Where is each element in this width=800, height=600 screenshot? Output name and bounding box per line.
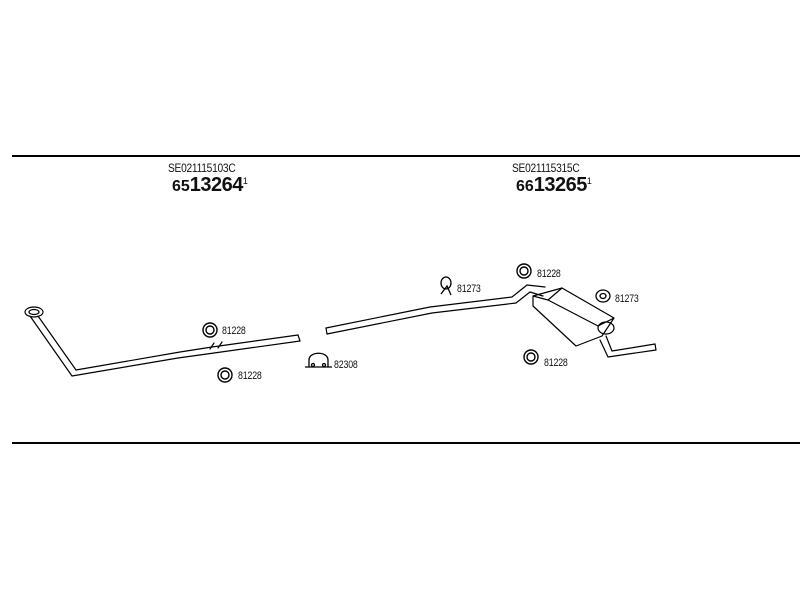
assembly-suffix: 1	[242, 176, 248, 186]
assembly-main-number: 13265	[533, 174, 588, 196]
assembly-prefix: 65	[172, 178, 190, 195]
part-label-rubber-ring: 81228	[222, 325, 246, 337]
part-label-rubber-ring: 81228	[537, 268, 561, 280]
clamp-icon	[305, 352, 332, 368]
part-label-hanger: 81273	[457, 283, 481, 295]
assembly-suffix: 1	[586, 176, 592, 186]
assembly-number-rear: 66132651	[516, 174, 592, 197]
rubber-ring-icon	[516, 263, 532, 279]
rubber-ring-icon	[523, 349, 539, 365]
hanger-icon	[440, 276, 452, 296]
front-pipe	[24, 306, 301, 377]
assembly-code-rear: SE021115315C	[512, 161, 580, 175]
assembly-number-front: 65132641	[172, 174, 248, 197]
rubber-ring-icon	[217, 367, 233, 383]
assembly-main-number: 13264	[189, 174, 244, 196]
part-label-rubber-mount: 81273	[615, 293, 639, 305]
assembly-code-front: SE021115103C	[168, 161, 236, 175]
top-divider-line	[12, 155, 800, 157]
tailpipe	[599, 335, 657, 358]
rear-silencer	[532, 287, 615, 347]
part-label-rubber-ring: 81228	[544, 357, 568, 369]
middle-pipe	[325, 284, 546, 335]
bottom-divider-line	[12, 442, 800, 444]
part-label-clamp: 82308	[334, 359, 358, 371]
part-label-rubber-ring: 81228	[238, 370, 262, 382]
rubber-mount-icon	[595, 289, 611, 303]
rubber-ring-icon	[202, 322, 218, 338]
assembly-prefix: 66	[516, 178, 534, 195]
